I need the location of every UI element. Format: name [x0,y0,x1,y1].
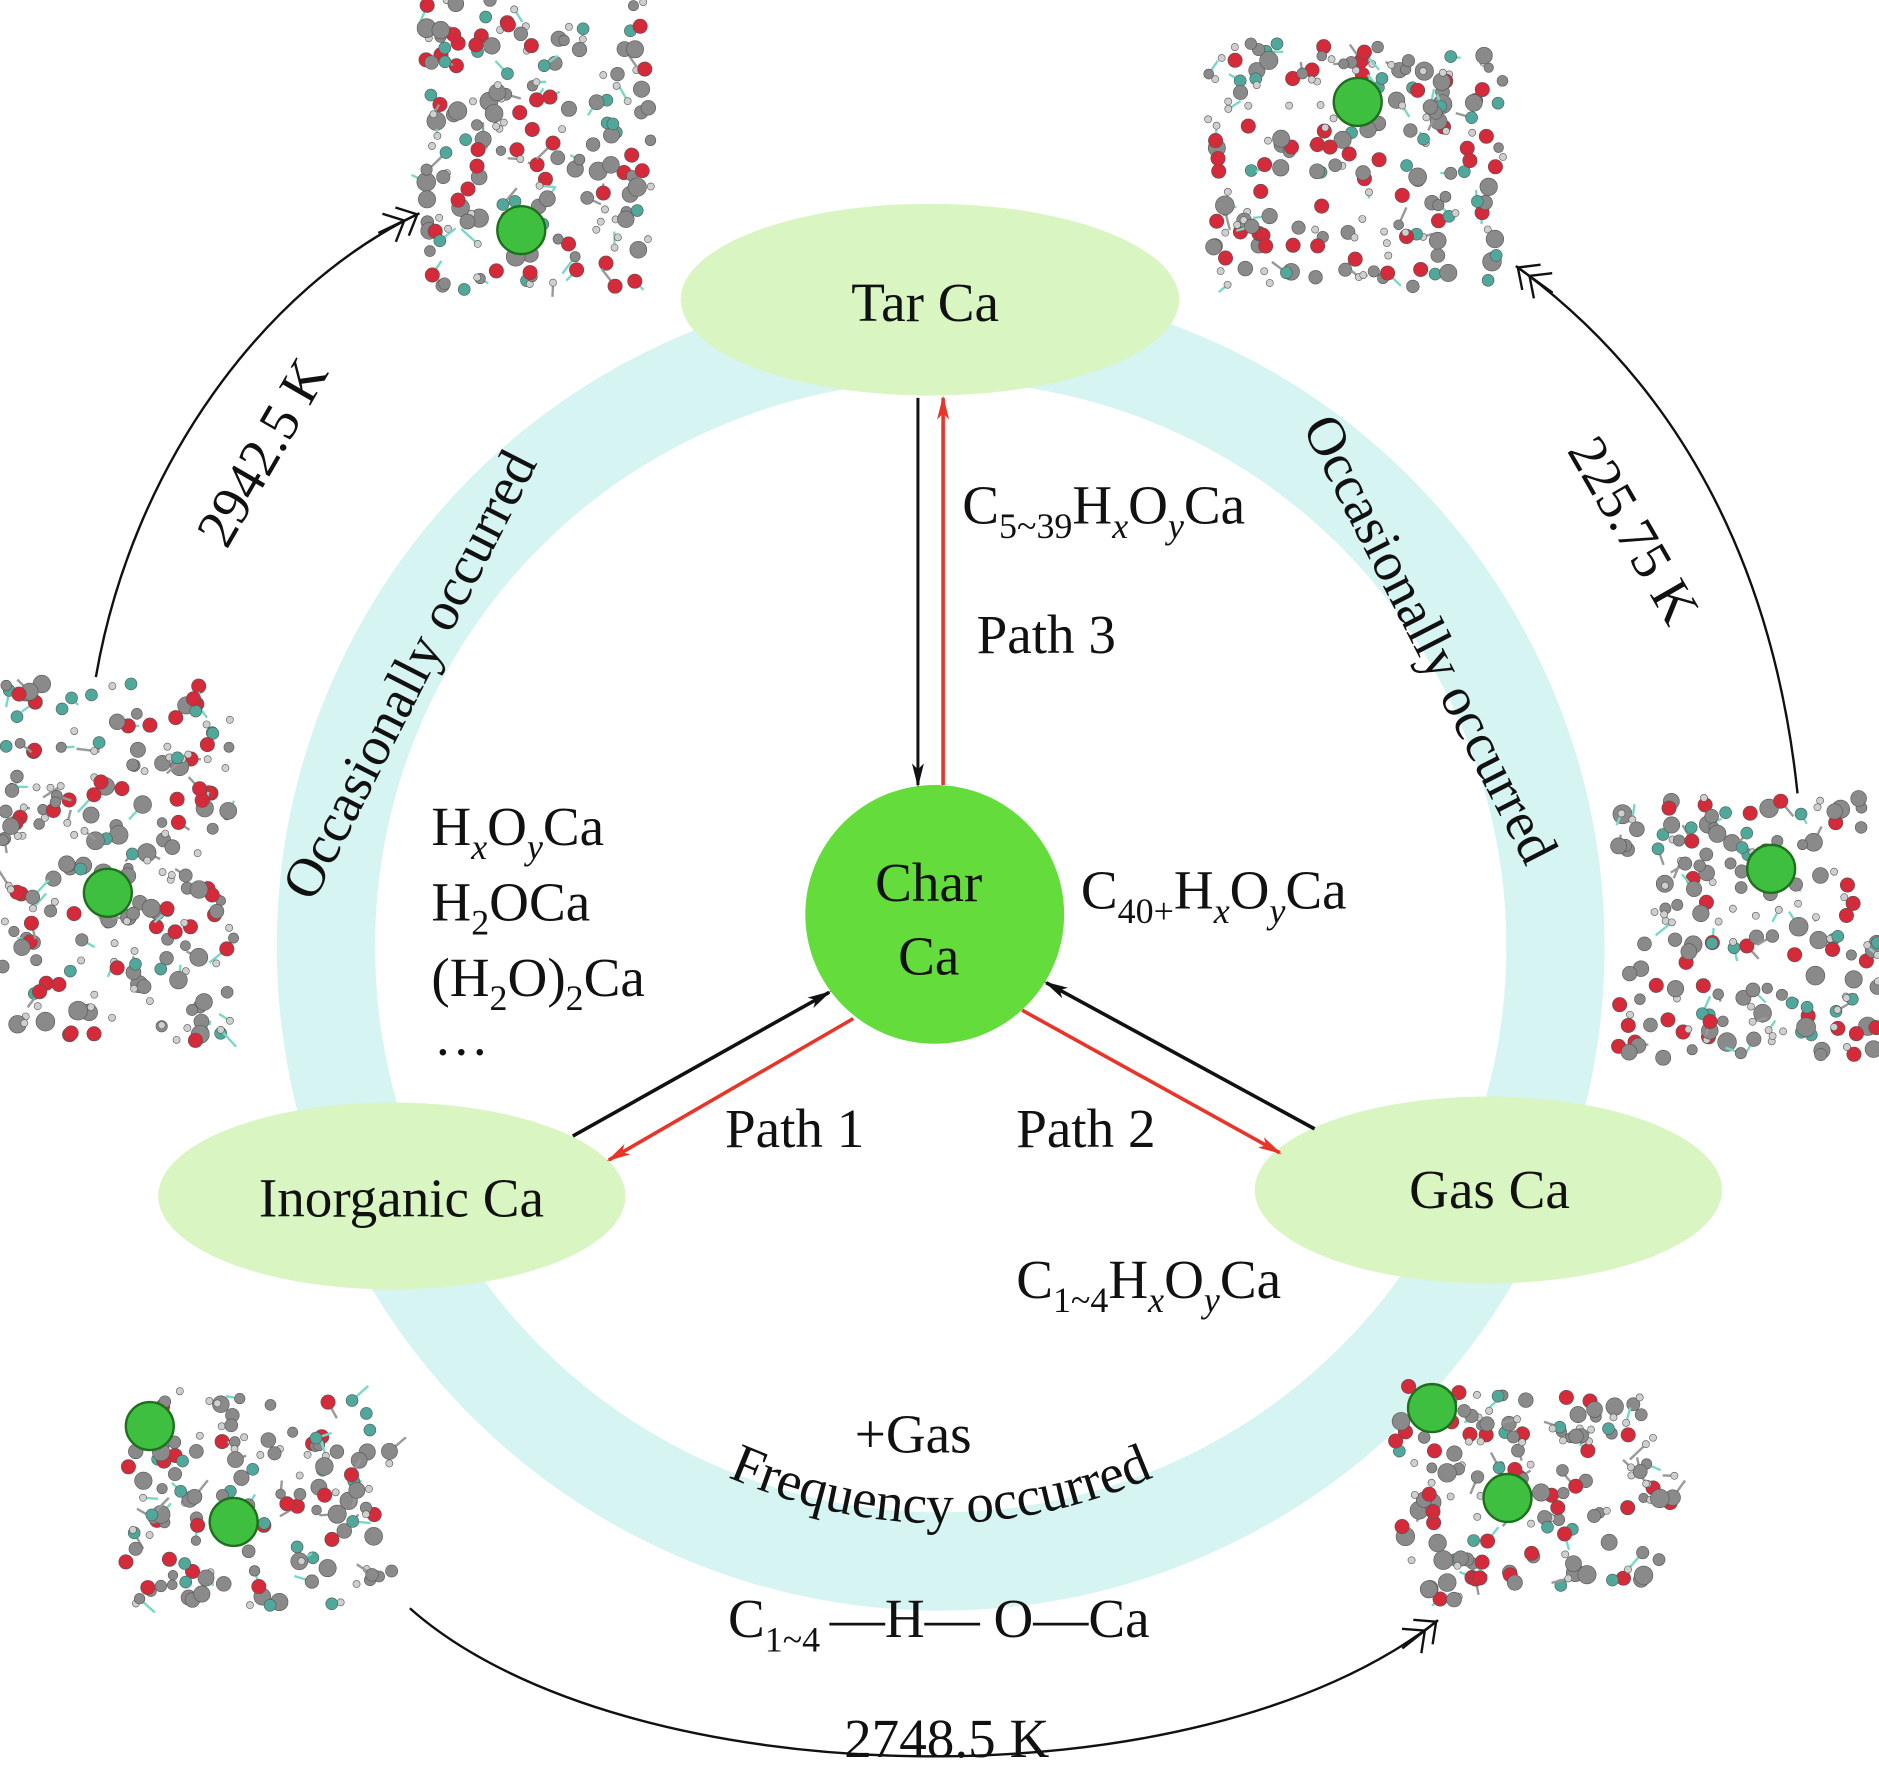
formula-inorganic-ellipsis: … [434,1006,489,1067]
molecule-snapshot [1610,790,1879,1066]
path-3-label: Path 3 [977,604,1116,665]
formula-gas: C1~4HxOyCa [1016,1249,1281,1320]
path-2-label: Path 2 [1016,1098,1155,1159]
plus-gas-label: +Gas [855,1403,972,1464]
calcium-atom [1332,76,1383,128]
formula-chain: C1~4—H— O—Ca [659,1588,1191,1659]
formula-inorganic-1: HxOyCa [431,796,604,867]
molecule-snapshot [1388,1378,1686,1608]
arrow-char-to-gas [1021,1008,1282,1155]
node-char-ca: Char Ca [805,784,1065,1044]
calcium-atom [1482,1472,1533,1524]
temperature-right: 225.75 K [1556,426,1711,634]
formula-inorganic-3: (H2O)2Ca [431,947,644,1018]
arc-arrow-bottom [409,1607,1439,1758]
temperature-bottom: 2748.5 K [844,1708,1049,1769]
calcium-atom [1745,843,1797,894]
node-gas-ca: Gas Ca [1254,1096,1723,1284]
node-label-line1: Char [875,852,982,913]
calcium-atom [496,204,547,256]
arrow-gas-to-char [1044,981,1316,1131]
formula-inorganic-2: H2OCa [431,871,590,942]
arrow-inorganic-to-char [571,990,832,1138]
calcium-atom [124,1400,175,1452]
formula-tar: C5~39HxOyCa [962,475,1245,546]
temperature-left: 2942.5 K [184,348,339,556]
arrow-char-to-inorganic [606,1017,855,1162]
molecule-snapshot [0,674,239,1048]
formula-char: C40+HxOyCa [1081,859,1347,930]
calcium-atom [208,1496,259,1548]
arc-arrow-right [1515,263,1799,794]
molecule-snapshot [410,0,657,297]
arc-arrow-left [94,206,420,678]
node-inorganic-ca: Inorganic Ca [158,1102,626,1290]
node-label: Inorganic Ca [259,1167,544,1228]
calcium-atom [1406,1382,1458,1434]
calcium-atom [82,867,134,918]
node-label-line2: Ca [898,925,959,986]
node-label: Gas Ca [1409,1159,1570,1220]
path-1-label: Path 1 [725,1098,864,1159]
molecule-snapshot [118,1384,407,1614]
node-label: Tar Ca [851,272,999,333]
node-tar-ca: Tar Ca [680,203,1180,396]
molecular-snapshots [0,0,1879,1614]
molecule-snapshot [1203,37,1509,294]
